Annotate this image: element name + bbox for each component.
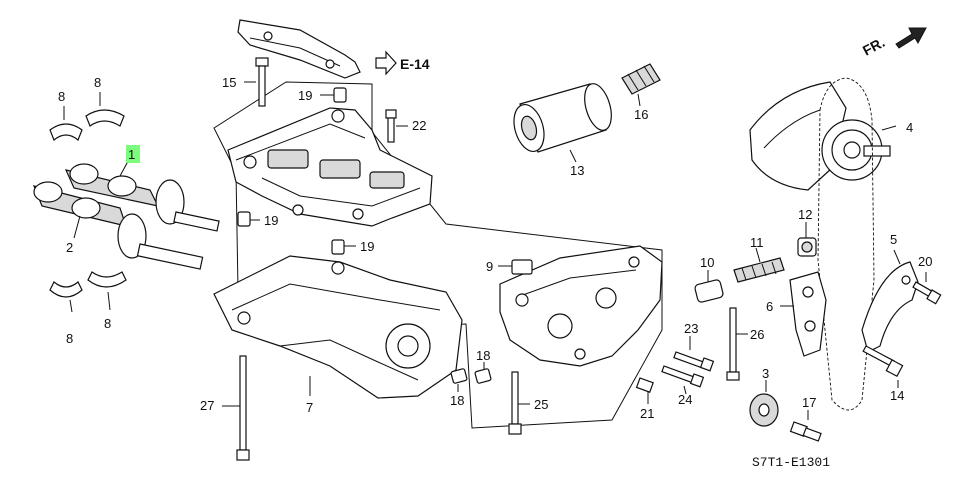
dowel-18-right	[474, 362, 492, 384]
direction-label: FR.	[860, 34, 887, 59]
chain-guide-4	[749, 81, 897, 191]
bolt-24	[661, 365, 705, 395]
dowel-19-lower	[331, 239, 356, 255]
dowel-19-mid	[237, 211, 260, 227]
callout-26: 26	[750, 327, 764, 342]
callout-6: 6	[766, 299, 773, 314]
upper-balancer-housing	[227, 107, 433, 227]
callout-16: 16	[634, 107, 648, 122]
bearing-8-top-right	[85, 92, 125, 127]
bearing-8-top-left	[49, 106, 83, 141]
callout-18-right: 18	[476, 348, 490, 363]
bolt-17	[789, 410, 822, 442]
bolt-25	[508, 371, 530, 435]
bolt-20	[912, 272, 942, 305]
callout-8-bottom-left: 8	[66, 331, 73, 346]
callout-25: 25	[534, 397, 548, 412]
balancer-shaft-1	[64, 153, 220, 232]
reference-bracket: E-14	[237, 19, 430, 79]
callout-19-top: 19	[298, 88, 312, 103]
callout-labels: 1 2 3 4 5 6 7 8 8 8 8 9 10 11 12 13 14 1…	[58, 75, 932, 421]
direction-arrow-icon	[895, 27, 927, 49]
lower-balancer-housing-7	[213, 255, 463, 399]
callout-11: 11	[750, 235, 764, 250]
reference-label: E-14	[400, 56, 430, 72]
callout-23: 23	[684, 321, 698, 336]
callout-14: 14	[890, 388, 904, 403]
plunger-10	[694, 270, 724, 303]
sprocket-3	[749, 380, 779, 427]
callout-19-lower: 19	[360, 239, 374, 254]
callout-27: 27	[200, 398, 214, 413]
callout-1: 1	[128, 147, 135, 162]
callout-18-left: 18	[450, 393, 464, 408]
callout-19-mid: 19	[264, 213, 278, 228]
oil-filter-13	[513, 83, 612, 163]
callout-8-top-right: 8	[94, 75, 101, 90]
callout-17: 17	[802, 395, 816, 410]
bolt-15	[244, 57, 269, 107]
callout-1-highlight	[126, 145, 140, 163]
plug-9	[498, 259, 533, 275]
diagram-code: S7T1-E1301	[752, 455, 830, 470]
callout-9: 9	[486, 259, 493, 274]
relief-spring-16	[621, 63, 661, 107]
callout-2: 2	[66, 240, 73, 255]
drive-chain	[817, 77, 875, 411]
front-direction-indicator: FR.	[860, 27, 927, 59]
callout-7: 7	[306, 400, 313, 415]
callout-8-top-left: 8	[58, 89, 65, 104]
bolt-27	[222, 355, 250, 461]
callout-24: 24	[678, 392, 692, 407]
tensioner-arm-6	[780, 271, 827, 357]
dowel-18-left	[450, 368, 468, 392]
bearing-8-bottom-left	[49, 281, 83, 313]
balancer-shaft-2	[33, 181, 204, 270]
callout-5: 5	[890, 232, 897, 247]
callout-3: 3	[762, 366, 769, 381]
callout-15: 15	[222, 75, 236, 90]
callout-22: 22	[412, 118, 426, 133]
dowel-19-top	[320, 87, 347, 103]
callout-20: 20	[918, 254, 932, 269]
chain-guide-5	[861, 249, 919, 353]
callout-10: 10	[700, 255, 714, 270]
bolt-23	[673, 336, 715, 372]
callout-12: 12	[798, 207, 812, 222]
bolt-14	[862, 345, 904, 388]
reference-arrow-icon	[375, 50, 397, 76]
oil-pump-body	[499, 245, 663, 367]
bearing-8-bottom-right	[87, 271, 127, 311]
bolt-21	[635, 377, 654, 404]
callout-4: 4	[906, 120, 913, 135]
callout-8-bottom-right: 8	[104, 316, 111, 331]
spring-11	[733, 247, 785, 283]
bolt-22	[385, 109, 408, 143]
callout-21: 21	[640, 406, 654, 421]
callout-13: 13	[570, 163, 584, 178]
bolt-26	[726, 307, 748, 381]
cap-12	[797, 222, 817, 257]
